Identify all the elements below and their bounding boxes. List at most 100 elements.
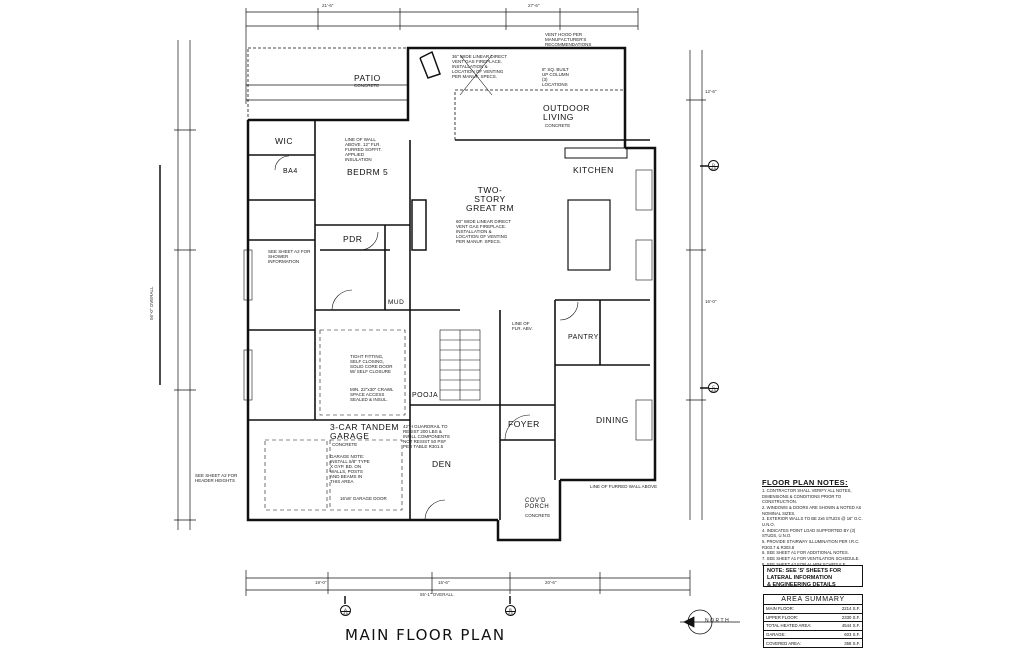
north-label: NORTH (705, 618, 731, 624)
area-value: 603 S.F. (831, 629, 863, 639)
dim-left-overall: 56'-0" OVERALL (149, 286, 154, 320)
plan-title: MAIN FLOOR PLAN (345, 626, 506, 644)
room-mud: MUD (388, 299, 405, 306)
dim-top-left: 21'-6" (322, 3, 334, 8)
note-item: 1. CONTRACTOR SHALL VERIFY ALL NOTES, DI… (762, 488, 852, 505)
notes-title: FLOOR PLAN NOTES: (762, 478, 848, 487)
section-mark-bottom-b: B A5 (505, 605, 516, 616)
note-item: 6. SEE SHEET A1 FOR ADDITIONAL NOTES. (762, 550, 849, 556)
windows (243, 169, 653, 441)
note-item: 4. INDICATES POINT LOAD SUPPORTED BY (3)… (762, 527, 856, 539)
room-pantry: PANTRY (568, 334, 599, 341)
callout-header-height: SEE SHEET A2 FOR HEADER HEIGHTS (195, 473, 238, 483)
section-sheet: A5 (343, 611, 348, 616)
callout-fireplace-top: 36" WIDE LINEAR DIRECT VENT GAS FIREPLAC… (452, 54, 508, 79)
section-mark-right-d: D A5 (708, 160, 719, 171)
room-kitchen: KITCHEN (573, 165, 614, 175)
section-letter: D (712, 161, 715, 167)
see-note-line: & ENGINEERING DETAILS (767, 582, 836, 589)
area-summary-title: AREA SUMMARY (763, 594, 863, 604)
room-dining: DINING (596, 415, 629, 425)
room-patio-sub: CONCRETE (354, 83, 380, 88)
room-outdoor-living: OUTDOOR LIVING (543, 103, 590, 122)
dim-right-b: 16'-0" (705, 299, 717, 304)
note-item: 2. WINDOWS & DOORS ARE SHOWN & NOTED AS … (762, 505, 862, 516)
room-foyer: FOYER (508, 419, 540, 429)
callout-vent-hood: VENT HOOD PER MANUFACTURER'S RECOMMENDAT… (545, 32, 592, 47)
room-den: DEN (432, 459, 452, 469)
room-great-room: TWO-STORY GREAT RM (465, 185, 515, 213)
doors (274, 155, 579, 521)
room-garage: 3-CAR TANDEM GARAGE (330, 422, 399, 441)
area-value: 4544 S.F. (831, 621, 863, 631)
north-arrow-icon (680, 609, 740, 635)
table-row: COVERED AREA:358 S.F. (763, 638, 863, 648)
section-mark-bottom-a: A A5 (340, 605, 351, 616)
outdoor-areas (247, 47, 626, 141)
see-s-sheets-note: NOTE: SEE 'S' SHEETS FOR LATERAL INFORMA… (763, 565, 863, 589)
area-label: UPPER FLOOR: (763, 612, 832, 622)
notes-list: 1. CONTRACTOR SHALL VERIFY ALL NOTES, DI… (762, 488, 868, 567)
area-summary-table: AREA SUMMARY MAIN FLOOR:2214 S.F. UPPER … (763, 594, 863, 648)
room-patio: PATIO (354, 73, 381, 83)
callout-stair-note: LINE OF FLR. ABV. (512, 321, 533, 331)
dim-bottom-overall: 55'-1" OVERALL (420, 592, 454, 597)
exterior-walls (246, 46, 657, 542)
garage-zones (264, 329, 406, 511)
stairs (439, 54, 493, 401)
room-covered-porch: COV'D PORCH (525, 498, 550, 511)
room-porch-sub: CONCRETE (525, 513, 551, 518)
area-label: MAIN FLOOR: (763, 604, 832, 614)
kitchen-island (567, 199, 611, 271)
fireplace (411, 50, 441, 251)
room-bedroom: BEDRM 5 (347, 167, 389, 177)
dim-bottom-a: 15'-6" (438, 580, 450, 585)
note-item: 7. SEE SHEET A1 FOR VENTILATION SCHEDULE… (762, 556, 860, 562)
dim-top-right: 27'-6" (528, 3, 540, 8)
callout-line-furred: LINE OF FURRED WALL ABOVE (590, 484, 658, 489)
table-row: GARAGE:603 S.F. (763, 629, 863, 639)
note-item: 8. SEE SHEET A2 FOR ALARM SCHEDULE. (762, 561, 847, 567)
dim-bottom-b: 20'-6" (545, 580, 557, 585)
area-label: TOTAL HEATED AREA: (763, 621, 832, 631)
area-label: GARAGE: (763, 629, 832, 639)
dim-bottom-c: 19'-0" (315, 580, 327, 585)
note-item: 3. EXTERIOR WALLS TO BE 2x6 STUDS @ 16" … (762, 516, 863, 528)
callout-attic-access: MIN. 22"x30" CRAWL SPACE ACCESS SEALED &… (350, 387, 394, 402)
kitchen-counter (564, 147, 628, 159)
room-pooja: POOJA (412, 392, 439, 399)
dimension-lines-right (686, 50, 706, 520)
room-bath: BA4 (283, 168, 298, 175)
callout-fireplace-great: 60" WIDE LINEAR DIRECT VENT GAS FIREPLAC… (456, 219, 512, 244)
area-value: 2330 S.F. (831, 612, 863, 622)
dimension-lines-left (159, 40, 196, 530)
room-wic: WIC (275, 136, 294, 146)
table-row: UPPER FLOOR:2330 S.F. (763, 612, 863, 622)
callout-line-wall-above: LINE OF WALL ABOVE. 12" FLR. FURRED SOFF… (345, 137, 382, 162)
dimension-lines-top (245, 8, 639, 104)
note-item: 5. PROVIDE STAIRWAY ILLUMINATION PER I.R… (762, 539, 860, 550)
dim-right-a: 12'-6" (705, 89, 717, 94)
callout-see-sheet: SEE SHEET A2 FOR SHOWER INFORMATION (268, 249, 311, 264)
section-sheet: A5 (508, 611, 513, 616)
room-garage-sub: CONCRETE (332, 442, 358, 447)
callout-column: 8" SQ. BUILT UP COLUMN (3) LOCATIONS (542, 67, 569, 87)
table-row: MAIN FLOOR:2214 S.F. (763, 604, 863, 614)
area-value: 358 S.F. (831, 638, 863, 648)
section-sheet: A5 (711, 166, 716, 171)
see-note-line: LATERAL INFORMATION (767, 575, 833, 582)
callout-tight-fitting: TIGHT FITTING, SELF CLOSING, SOLID CORE … (350, 354, 393, 374)
section-letter: C (712, 383, 715, 389)
callout-guardrail: 42"H GUARDRAIL TO RESIST 200 LBS & INFIL… (403, 424, 450, 449)
dimension-lines-bottom (245, 570, 691, 596)
callout-garage-door: 16'x8' GARAGE DOOR (340, 496, 387, 501)
area-label: COVERED AREA: (763, 638, 832, 648)
table-row: TOTAL HEATED AREA:4544 S.F. (763, 621, 863, 631)
callout-garage-note: GARAGE NOTE: INSTALL 5/8" TYPE X GYP. BD… (330, 454, 370, 484)
room-pdr: PDR (343, 234, 363, 244)
section-letter: A (344, 606, 347, 612)
section-cut-lines (344, 165, 708, 604)
section-sheet: A5 (711, 388, 716, 393)
section-mark-right-c: C A5 (708, 382, 719, 393)
